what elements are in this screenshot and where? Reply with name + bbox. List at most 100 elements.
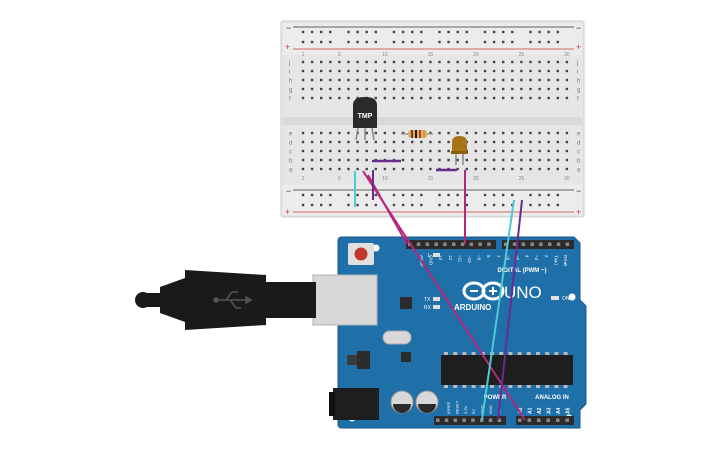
breadboard-hole[interactable] <box>420 158 423 162</box>
rail-hole[interactable] <box>420 40 423 44</box>
header-pin-hole[interactable] <box>504 242 508 247</box>
wire-purple-gnd[interactable] <box>497 199 523 421</box>
breadboard-hole[interactable] <box>474 69 478 73</box>
rail-hole[interactable] <box>529 40 532 44</box>
breadboard-hole[interactable] <box>301 69 305 73</box>
breadboard-hole[interactable] <box>401 69 405 73</box>
breadboard-hole[interactable] <box>310 87 314 91</box>
breadboard-hole[interactable] <box>474 78 478 82</box>
rail-hole[interactable] <box>447 30 450 34</box>
breadboard-hole[interactable] <box>529 167 532 171</box>
breadboard-hole[interactable] <box>374 78 377 82</box>
breadboard-hole[interactable] <box>465 131 468 135</box>
rail-hole[interactable] <box>374 203 377 207</box>
breadboard-hole[interactable] <box>338 78 341 82</box>
rail-hole[interactable] <box>447 40 450 44</box>
breadboard-hole[interactable] <box>365 60 368 64</box>
breadboard-hole[interactable] <box>520 158 523 162</box>
breadboard-hole[interactable] <box>347 78 350 82</box>
breadboard-hole[interactable] <box>310 158 314 162</box>
breadboard-hole[interactable] <box>529 158 532 162</box>
breadboard-hole[interactable] <box>356 158 359 162</box>
usb-cable[interactable] <box>135 270 378 330</box>
breadboard-hole[interactable] <box>338 167 341 171</box>
rail-hole[interactable] <box>456 193 459 197</box>
rail-hole[interactable] <box>447 203 450 207</box>
breadboard-hole[interactable] <box>556 78 559 82</box>
rail-hole[interactable] <box>365 203 368 207</box>
breadboard-hole[interactable] <box>320 69 323 73</box>
breadboard-hole[interactable] <box>401 60 405 64</box>
rail-hole[interactable] <box>392 40 396 44</box>
breadboard-hole[interactable] <box>547 149 550 153</box>
breadboard-hole[interactable] <box>502 158 505 162</box>
breadboard-hole[interactable] <box>310 96 314 100</box>
breadboard-hole[interactable] <box>483 167 487 171</box>
breadboard-hole[interactable] <box>301 87 305 91</box>
breadboard-hole[interactable] <box>401 87 405 91</box>
breadboard-hole[interactable] <box>338 60 341 64</box>
breadboard-hole[interactable] <box>456 60 459 64</box>
rail-hole[interactable] <box>547 203 550 207</box>
breadboard-hole[interactable] <box>383 96 387 100</box>
breadboard-hole[interactable] <box>538 158 541 162</box>
breadboard-hole[interactable] <box>474 131 478 135</box>
breadboard-hole[interactable] <box>547 69 550 73</box>
led[interactable] <box>451 136 468 165</box>
breadboard-hole[interactable] <box>392 167 396 171</box>
breadboard-hole[interactable] <box>465 96 468 100</box>
breadboard-hole[interactable] <box>411 167 414 171</box>
breadboard-hole[interactable] <box>492 96 496 100</box>
breadboard-hole[interactable] <box>511 87 514 91</box>
breadboard-hole[interactable] <box>456 69 459 73</box>
breadboard-hole[interactable] <box>492 78 496 82</box>
header-pin-hole[interactable] <box>462 418 466 423</box>
header-pin-hole[interactable] <box>521 242 526 247</box>
breadboard-hole[interactable] <box>520 131 523 135</box>
rail-hole[interactable] <box>374 30 377 34</box>
rail-hole[interactable] <box>320 30 323 34</box>
breadboard-hole[interactable] <box>520 78 523 82</box>
breadboard-hole[interactable] <box>329 96 332 100</box>
breadboard-hole[interactable] <box>438 140 441 144</box>
breadboard-hole[interactable] <box>365 158 368 162</box>
breadboard-hole[interactable] <box>547 131 550 135</box>
breadboard-hole[interactable] <box>374 140 377 144</box>
breadboard-hole[interactable] <box>347 167 350 171</box>
rail-hole[interactable] <box>420 203 423 207</box>
breadboard-hole[interactable] <box>401 140 405 144</box>
breadboard-hole[interactable] <box>465 158 468 162</box>
rail-hole[interactable] <box>556 30 559 34</box>
rail-hole[interactable] <box>483 203 487 207</box>
header-pin-hole[interactable] <box>443 242 447 247</box>
breadboard-hole[interactable] <box>474 60 478 64</box>
wire-magenta-sensor-to-header[interactable] <box>367 174 408 245</box>
header-pin-hole[interactable] <box>537 418 541 423</box>
breadboard-hole[interactable] <box>529 140 532 144</box>
header-pin-hole[interactable] <box>556 242 561 247</box>
breadboard-hole[interactable] <box>502 96 505 100</box>
rail-hole[interactable] <box>492 193 496 197</box>
breadboard-hole[interactable] <box>347 87 350 91</box>
breadboard-hole[interactable] <box>438 158 441 162</box>
breadboard-hole[interactable] <box>456 131 459 135</box>
breadboard-hole[interactable] <box>502 87 505 91</box>
breadboard-hole[interactable] <box>565 87 569 91</box>
breadboard-hole[interactable] <box>429 69 432 73</box>
breadboard-hole[interactable] <box>320 87 323 91</box>
breadboard-hole[interactable] <box>502 140 505 144</box>
breadboard-hole[interactable] <box>420 140 423 144</box>
breadboard-hole[interactable] <box>420 96 423 100</box>
breadboard-hole[interactable] <box>502 78 505 82</box>
breadboard-hole[interactable] <box>556 96 559 100</box>
breadboard-hole[interactable] <box>511 60 514 64</box>
breadboard-hole[interactable] <box>483 140 487 144</box>
digital-header-right[interactable] <box>502 240 574 249</box>
breadboard-hole[interactable] <box>401 131 405 135</box>
breadboard-hole[interactable] <box>547 87 550 91</box>
breadboard-hole[interactable] <box>365 78 368 82</box>
breadboard-hole[interactable] <box>329 78 332 82</box>
breadboard-hole[interactable] <box>447 78 450 82</box>
breadboard-hole[interactable] <box>392 149 396 153</box>
breadboard-hole[interactable] <box>320 167 323 171</box>
